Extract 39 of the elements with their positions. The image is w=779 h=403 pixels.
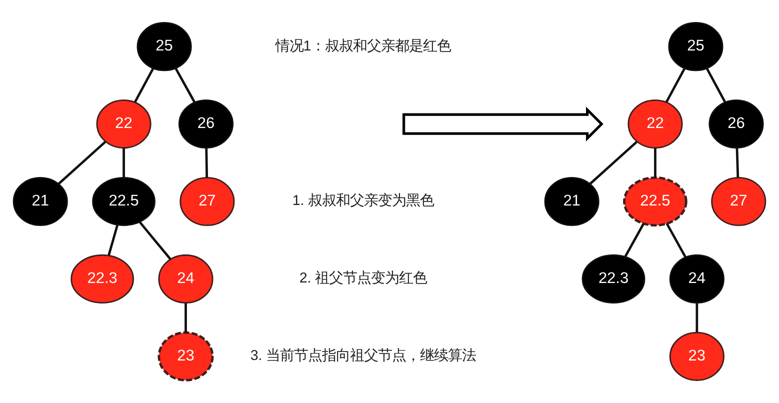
node-ellipse: 24 — [669, 254, 724, 304]
node-arrow — [402, 106, 604, 142]
connector — [205, 148, 208, 178]
node-ellipse: 22.3 — [70, 254, 134, 304]
connector — [706, 68, 726, 103]
connector — [654, 148, 656, 178]
connector — [665, 68, 686, 103]
connector — [134, 68, 154, 103]
node-ellipse: 23 — [669, 332, 724, 381]
node-ellipse: 22 — [96, 100, 152, 149]
node-ellipse: 27 — [180, 176, 235, 226]
connector — [589, 141, 638, 185]
node-ellipse: 22.5 — [92, 176, 156, 226]
connector — [58, 141, 106, 185]
node-ellipse: 25 — [136, 22, 192, 72]
node-ellipse: 22 — [628, 100, 683, 149]
label: 1. 叔叔和父亲变为黑色 — [292, 193, 434, 210]
node-ellipse: 21 — [12, 176, 68, 226]
connector — [696, 303, 698, 332]
node-ellipse: 26 — [708, 100, 764, 149]
connector — [184, 303, 187, 332]
label: 3. 当前节点指向祖父节点，继续算法 — [250, 348, 476, 364]
connector — [122, 148, 125, 178]
label: 情况1：叔叔和父亲都是红色 — [275, 38, 452, 54]
node-ellipse: 25 — [668, 22, 724, 72]
node-ellipse: 27 — [711, 176, 766, 226]
connector — [736, 148, 740, 178]
connector — [624, 223, 645, 258]
connector — [108, 224, 118, 256]
node-ellipse: 21 — [544, 176, 600, 226]
node-ellipse: 22.5 — [623, 176, 688, 227]
node-ellipse: 26 — [178, 100, 234, 149]
label: 2. 祖父节点变为红色 — [299, 270, 428, 287]
node-ellipse: 24 — [158, 254, 214, 304]
connector — [174, 68, 196, 103]
connector — [666, 223, 686, 258]
node-ellipse: 22.3 — [582, 254, 646, 304]
connector — [138, 221, 172, 260]
node-ellipse: 23 — [158, 331, 214, 382]
